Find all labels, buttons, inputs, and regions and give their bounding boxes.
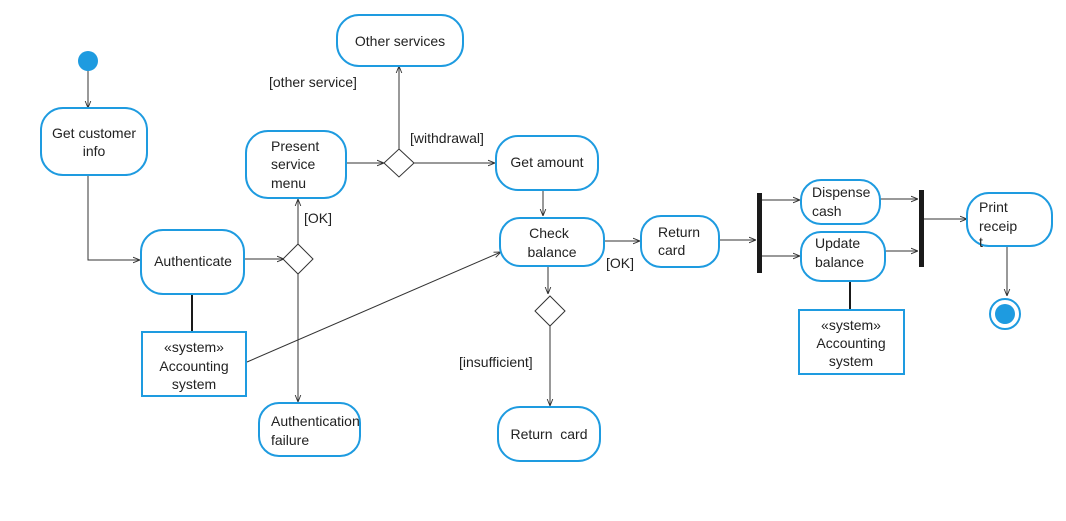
initial-node	[78, 51, 98, 71]
auth-decision	[282, 243, 314, 275]
activity-label-line: Dispense	[812, 184, 871, 200]
activity-update-balance: Update balance	[800, 231, 886, 282]
activity-label-line: menu	[271, 175, 306, 191]
activity-return-card-insufficient: Return card	[497, 406, 601, 462]
guard-withdrawal: [withdrawal]	[410, 130, 484, 146]
fork-bar	[757, 193, 762, 273]
activity-label-line: Authenticate	[154, 253, 232, 269]
activity-authentication-failure: Authentication failure	[258, 402, 361, 457]
activity-other-services: Other services	[336, 14, 464, 67]
activity-check-balance: Check balance	[499, 217, 605, 267]
activity-label-line: balance	[815, 254, 864, 270]
activity-label-line: Return	[658, 224, 700, 240]
activity-label-line: info	[83, 143, 106, 159]
guard-insufficient: [insufficient]	[459, 354, 533, 370]
connectors	[88, 66, 1007, 406]
system-label-line: Accounting	[159, 358, 228, 374]
activity-label-line: Authentication	[271, 413, 360, 429]
balance-decision	[534, 295, 566, 327]
menu-decision	[383, 148, 415, 178]
activity-label-line: service	[271, 156, 316, 172]
guard-other-service: [other service]	[269, 74, 357, 90]
activity-label-line: balance	[527, 244, 576, 260]
activity-label-line: Return card	[510, 426, 587, 442]
activity-authenticate: Authenticate	[140, 229, 245, 295]
activity-present-service-menu: Present service menu	[245, 130, 347, 199]
activity-label-line: t	[979, 234, 983, 250]
system-label-line: «system»	[821, 317, 881, 333]
activity-label-line: card	[658, 242, 685, 258]
final-node	[989, 298, 1021, 330]
activity-dispense-cash: Dispense cash	[800, 179, 881, 225]
activity-label-line: failure	[271, 432, 309, 448]
guard-ok-balance: [OK]	[606, 255, 634, 271]
activity-label-line: receip	[979, 218, 1017, 234]
activity-label-line: Get customer	[52, 125, 136, 141]
join-bar	[919, 190, 924, 267]
activity-return-card: Return card	[640, 215, 720, 268]
system-accounting-left: «system» Accounting system	[141, 331, 247, 397]
activity-label-line: Other services	[355, 33, 445, 49]
edge-accounting-to-check-balance	[246, 252, 501, 363]
activity-label-line: Check	[529, 225, 570, 241]
system-label-line: Accounting	[816, 335, 885, 351]
activity-label-line: Print	[979, 199, 1008, 215]
system-label-line: system	[829, 353, 873, 369]
activity-print-receipt: Print receip t	[966, 192, 1053, 250]
activity-get-amount: Get amount	[495, 135, 599, 191]
system-accounting-right: «system» Accounting system	[798, 309, 905, 375]
activity-label-line: Update	[815, 235, 860, 251]
activity-label-line: cash	[812, 203, 842, 219]
edge-get-customer-info-to-authenticate	[87, 175, 140, 260]
guard-ok-auth: [OK]	[304, 210, 332, 226]
activity-label-line: Get amount	[510, 154, 583, 170]
system-label-line: «system»	[164, 339, 224, 355]
activity-label-line: Present	[271, 138, 319, 154]
activity-get-customer-info: Get customer info	[40, 107, 148, 176]
system-label-line: system	[172, 376, 216, 392]
